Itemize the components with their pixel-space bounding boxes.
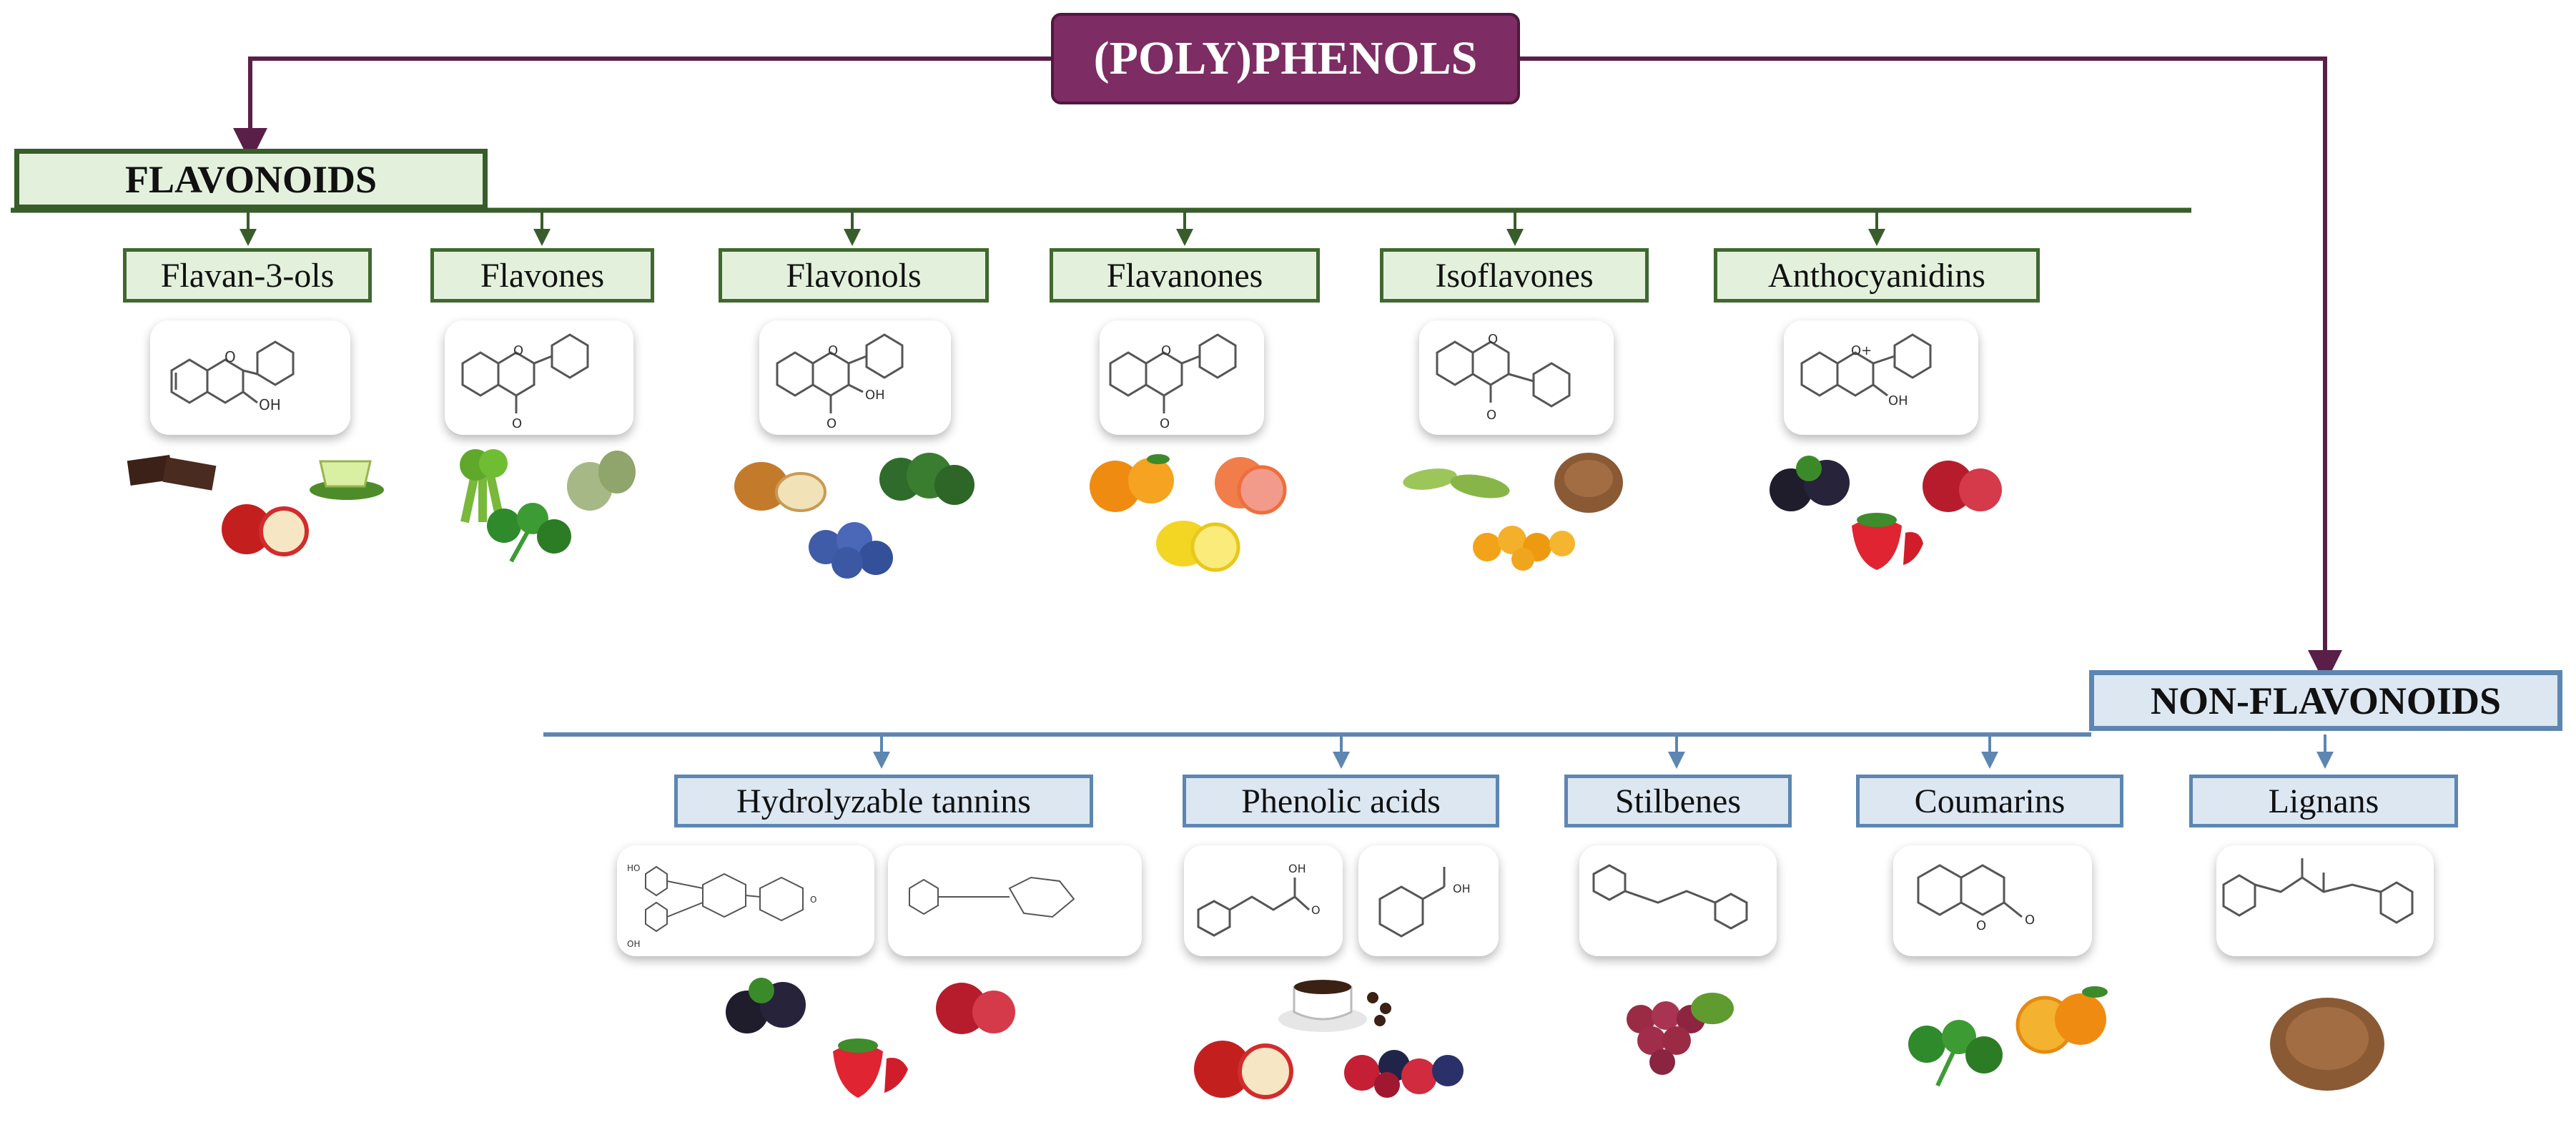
tannin-structure-left: HO OH O bbox=[617, 845, 874, 956]
root-to-flavonoids-line bbox=[233, 56, 1055, 162]
lignan-structure bbox=[2216, 845, 2434, 956]
subclass-label: Stilbenes bbox=[1615, 782, 1741, 820]
subclass-label: Flavanones bbox=[1106, 256, 1263, 295]
subclass-label: Phenolic acids bbox=[1241, 782, 1441, 820]
red-grapes-image bbox=[1612, 983, 1741, 1084]
subclass-isoflavones: Isoflavones bbox=[1380, 248, 1649, 303]
tannin-structure-right bbox=[888, 845, 1142, 956]
subclass-flavonols: Flavonols bbox=[719, 248, 989, 303]
subclass-phenolic-acids: Phenolic acids bbox=[1183, 775, 1499, 827]
coumarin-structure: O O bbox=[1893, 845, 2092, 956]
parsley-image bbox=[1898, 1016, 2009, 1087]
isoflavone-structure: O O bbox=[1419, 320, 1614, 435]
structure-label: O+ bbox=[1851, 343, 1872, 358]
pomegranate-image bbox=[1916, 451, 2009, 519]
structure-label: OH bbox=[259, 396, 281, 413]
root-node: (POLY)PHENOLS bbox=[1051, 13, 1520, 104]
structure-label: O bbox=[1488, 332, 1498, 347]
parsley-image bbox=[475, 501, 583, 565]
flavonol-structure: O OH O bbox=[759, 320, 951, 435]
subclass-label: Anthocyanidins bbox=[1768, 256, 1985, 295]
subclass-label: Flavonols bbox=[786, 256, 922, 295]
nonflavonoids-label: NON-FLAVONOIDS bbox=[2151, 679, 2501, 722]
structure-label: O bbox=[826, 416, 837, 431]
subclass-label: Lignans bbox=[2268, 782, 2379, 820]
root-label: (POLY)PHENOLS bbox=[1093, 32, 1478, 84]
blackberries-image bbox=[719, 973, 822, 1041]
structure-label: O bbox=[1161, 343, 1171, 358]
flavone-structure: O O bbox=[445, 320, 633, 435]
coffee-image bbox=[1273, 969, 1398, 1037]
soy-beans-yellow-image bbox=[1466, 515, 1580, 572]
soybeans-image bbox=[1401, 454, 1516, 511]
apple-image bbox=[1190, 1030, 1298, 1101]
subclass-label: Coumarins bbox=[1914, 782, 2066, 820]
celery-image bbox=[443, 443, 522, 524]
flaxseed-image bbox=[2266, 987, 2388, 1094]
anthocyanidin-structure: O+ OH bbox=[1784, 320, 1978, 435]
structure-label: O bbox=[512, 416, 522, 431]
subclass-label: Flavones bbox=[480, 256, 605, 295]
subclass-flavanones: Flavanones bbox=[1050, 248, 1320, 303]
subclass-stilbenes: Stilbenes bbox=[1564, 775, 1792, 827]
orange-image bbox=[2009, 983, 2116, 1055]
flavanone-structure: O O bbox=[1100, 320, 1264, 435]
structure-label: OH bbox=[1453, 882, 1471, 895]
structure-label: O bbox=[1160, 416, 1170, 431]
structure-label: O bbox=[810, 895, 816, 905]
strawberry-image bbox=[1837, 504, 1927, 572]
phenolic-acid-structure-cinnamic: OH O bbox=[1184, 845, 1343, 956]
structure-label: O bbox=[828, 343, 838, 358]
structure-label: OH bbox=[865, 388, 885, 403]
subclass-anthocyanidins: Anthocyanidins bbox=[1714, 248, 2040, 303]
green-tea-image bbox=[307, 447, 386, 504]
structure-label: O bbox=[513, 343, 523, 358]
subclass-label: Isoflavones bbox=[1435, 256, 1594, 295]
phenolic-acid-structure-benzoic: OH bbox=[1358, 845, 1499, 956]
structure-label: HO bbox=[627, 863, 640, 873]
structure-label: OH bbox=[1888, 393, 1908, 408]
onion-image bbox=[729, 451, 829, 515]
broccoli-image bbox=[872, 451, 979, 515]
subclass-label: Hydrolyzable tannins bbox=[736, 782, 1031, 820]
subclass-lignans: Lignans bbox=[2189, 775, 2458, 827]
strawberry-image bbox=[819, 1030, 912, 1101]
flavonoids-label: FLAVONOIDS bbox=[124, 157, 377, 201]
structure-label: O bbox=[224, 348, 236, 365]
stilbene-structure bbox=[1579, 845, 1777, 956]
dark-chocolate-image bbox=[125, 451, 222, 493]
lemon-image bbox=[1151, 508, 1248, 576]
mixed-berries-image bbox=[1337, 1041, 1469, 1101]
structure-label: O bbox=[1976, 918, 1986, 933]
blackberries-image bbox=[1766, 451, 1870, 519]
orange-image bbox=[1080, 451, 1180, 515]
flavonoids-node: FLAVONOIDS bbox=[14, 149, 488, 210]
subclass-label: Flavan-3-ols bbox=[160, 256, 335, 295]
structure-label: OH bbox=[627, 939, 640, 949]
subclass-flavones: Flavones bbox=[430, 248, 654, 303]
blueberries-image bbox=[804, 519, 901, 579]
subclass-flavan-3-ols: Flavan-3-ols bbox=[123, 248, 372, 303]
structure-label: O bbox=[1486, 408, 1496, 423]
structure-label: OH bbox=[1288, 862, 1306, 875]
structure-label: O bbox=[1311, 903, 1321, 917]
artichoke-image bbox=[561, 443, 640, 515]
structure-label: O bbox=[2025, 913, 2035, 928]
grapefruit-image bbox=[1208, 451, 1291, 515]
flaxseed-image bbox=[1551, 447, 1627, 515]
pomegranate-image bbox=[929, 973, 1022, 1041]
root-to-nonflavonoids-line bbox=[1519, 56, 2342, 684]
apple-image bbox=[218, 497, 311, 558]
subclass-hydrolyzable-tannins: Hydrolyzable tannins bbox=[674, 775, 1093, 827]
nonflavonoids-node: NON-FLAVONOIDS bbox=[2089, 670, 2562, 731]
subclass-coumarins: Coumarins bbox=[1856, 775, 2123, 827]
flavan-3-ol-structure: O OH bbox=[150, 320, 350, 435]
